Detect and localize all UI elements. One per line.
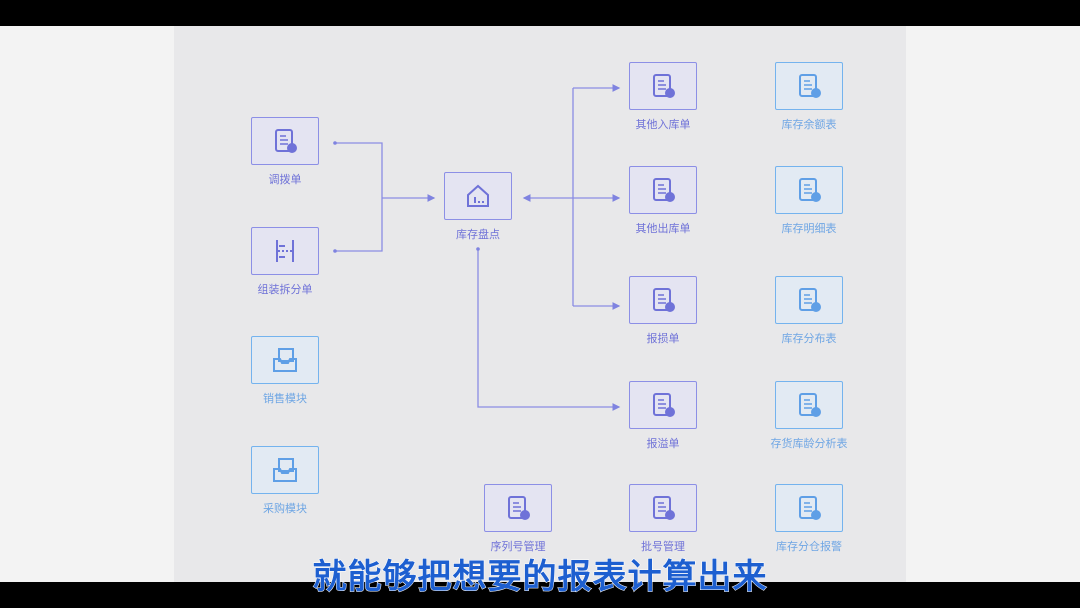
- inbox-tray-icon: [273, 458, 297, 482]
- node-sales[interactable]: [251, 336, 319, 384]
- documents-yen-icon: [799, 178, 821, 202]
- node-label-alert: 库存分仓报警: [776, 540, 842, 553]
- node-label-aging: 存货库龄分析表: [770, 437, 848, 450]
- inbox-tray-icon: [273, 348, 297, 372]
- node-label-other_in: 其他入库单: [635, 118, 691, 131]
- node-label-batch: 批号管理: [641, 540, 685, 553]
- node-label-stocktake: 库存盘点: [456, 228, 500, 241]
- node-transfer[interactable]: [251, 117, 319, 165]
- documents-transfer-icon: [275, 129, 297, 153]
- documents-alert-icon: [799, 496, 821, 520]
- document-in-icon: [653, 74, 675, 98]
- connector-left: [335, 142, 383, 252]
- document-out-icon: [653, 178, 675, 202]
- arrow-overflow: [477, 249, 621, 411]
- assembly-icon: [276, 240, 294, 262]
- document-minus-icon: [653, 288, 675, 312]
- node-label-distribution: 库存分布表: [781, 332, 837, 345]
- node-label-purchase: 采购模块: [263, 502, 307, 515]
- document-chart-icon: [799, 393, 821, 417]
- node-label-loss: 报损单: [646, 332, 680, 345]
- node-label-assembly: 组装拆分单: [257, 283, 313, 296]
- node-label-sales: 销售模块: [263, 392, 307, 405]
- node-loss[interactable]: [629, 276, 697, 324]
- video-subtitle: 就能够把想要的报表计算出来: [312, 557, 768, 597]
- node-label-other_out: 其他出库单: [635, 222, 691, 235]
- node-label-balance: 库存余额表: [781, 118, 837, 131]
- node-label-detail: 库存明细表: [781, 222, 837, 235]
- warehouse-icon: [467, 184, 489, 207]
- document-check-icon: [653, 496, 675, 520]
- node-batch[interactable]: [629, 484, 697, 532]
- node-detail[interactable]: [775, 166, 843, 214]
- node-label-overflow: 报溢单: [646, 437, 680, 450]
- node-alert[interactable]: [775, 484, 843, 532]
- node-serial[interactable]: [484, 484, 552, 532]
- node-distribution[interactable]: [775, 276, 843, 324]
- document-plus-icon: [653, 393, 675, 417]
- document-yen-icon: [799, 74, 821, 98]
- node-label-serial: 序列号管理: [490, 540, 546, 553]
- node-other_in[interactable]: [629, 62, 697, 110]
- document-check-icon: [508, 496, 530, 520]
- node-stocktake[interactable]: [444, 172, 512, 220]
- node-label-transfer: 调拨单: [268, 173, 302, 186]
- documents-location-icon: [799, 288, 821, 312]
- node-aging[interactable]: [775, 381, 843, 429]
- node-overflow[interactable]: [629, 381, 697, 429]
- node-assembly[interactable]: [251, 227, 319, 275]
- node-other_out[interactable]: [629, 166, 697, 214]
- node-purchase[interactable]: [251, 446, 319, 494]
- node-balance[interactable]: [775, 62, 843, 110]
